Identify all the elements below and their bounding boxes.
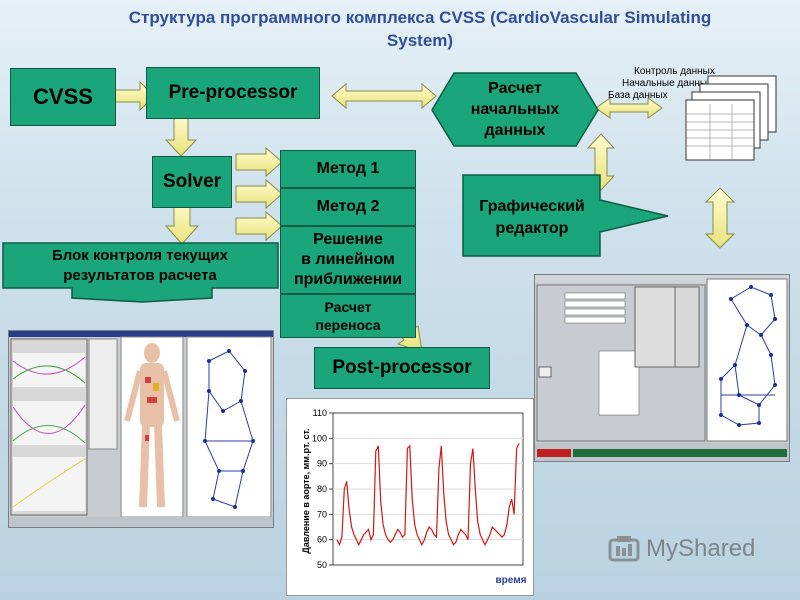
method1-box: Метод 1 bbox=[280, 150, 416, 188]
arrow-pre-initial bbox=[331, 82, 437, 110]
simulator-right-content bbox=[535, 275, 789, 461]
simulator-screenshot-left bbox=[8, 330, 274, 528]
graphic-editor-label: Графический редактор bbox=[462, 196, 602, 240]
solver-label: Solver bbox=[162, 171, 222, 192]
graphic-line-2: редактор bbox=[495, 220, 569, 237]
cvss-label: CVSS bbox=[33, 84, 93, 109]
y-tick-label-110: 110 bbox=[313, 408, 327, 418]
method2-label: Метод 2 bbox=[316, 198, 380, 215]
graphic-line-1: Графический bbox=[479, 198, 585, 215]
arrow-solver-m2 bbox=[235, 178, 283, 210]
linear-line-3: приближении bbox=[293, 271, 403, 288]
arrow-solver-m3 bbox=[235, 210, 283, 242]
linear-line-2: в линейном bbox=[301, 251, 395, 268]
db-line-3: База данных bbox=[608, 90, 668, 101]
preprocessor-box: Pre-processor bbox=[146, 67, 320, 119]
pressure-chart: Давление в аорте, мм.рт. ст. время 50 60 7… bbox=[301, 408, 527, 586]
y-tick-label-100: 100 bbox=[312, 433, 327, 443]
page-title: Структура программного комплекса CVSS (C… bbox=[60, 6, 780, 52]
control-label: Блок контроля текущих результатов расчет… bbox=[4, 246, 276, 286]
arrow-db-screen bbox=[704, 187, 736, 249]
transfer-line-1: Расчет bbox=[324, 299, 372, 315]
arrow-solver-m1 bbox=[235, 146, 283, 178]
chart-ylabel: Давление в аорте, мм.рт. ст. bbox=[301, 428, 311, 553]
watermark-text: MyShared bbox=[646, 535, 756, 562]
postprocessor-label: Post-processor bbox=[332, 357, 472, 378]
initial-data-label: Расчет начальных данных bbox=[440, 78, 590, 141]
initial-line-1: Расчет bbox=[488, 80, 542, 97]
linear-line-1: Решение bbox=[313, 231, 383, 248]
arrow-initial-db bbox=[595, 97, 663, 119]
preprocessor-label: Pre-processor bbox=[168, 82, 298, 103]
simulator-left-content bbox=[9, 331, 273, 527]
chart-xlabel: время bbox=[496, 575, 527, 586]
series-line bbox=[336, 443, 520, 547]
db-line-1: Контроль данных bbox=[634, 66, 715, 77]
initial-data-shape bbox=[431, 72, 599, 147]
control-block bbox=[2, 242, 279, 303]
y-tick-label-60: 60 bbox=[317, 535, 327, 545]
control-line-1: Блок контроля текущих bbox=[52, 247, 228, 264]
initial-line-3: данных bbox=[484, 122, 546, 139]
title-line-2: System) bbox=[386, 31, 454, 50]
y-tick-label-90: 90 bbox=[317, 459, 327, 469]
cvss-box: CVSS bbox=[10, 68, 116, 126]
y-tick-label-50: 50 bbox=[317, 560, 327, 570]
arrow-pre-solver bbox=[164, 113, 198, 157]
watermark-logo-icon bbox=[608, 536, 640, 562]
transfer-box: Расчет переноса bbox=[280, 294, 416, 338]
solver-box: Solver bbox=[152, 156, 232, 208]
database-labels: Контроль данных Начальные данные База да… bbox=[608, 66, 715, 102]
linear-box: Решение в линейном приближении bbox=[280, 226, 416, 294]
postprocessor-box: Post-processor bbox=[314, 347, 490, 389]
watermark: MyShared bbox=[608, 534, 755, 564]
database-stack-icon bbox=[685, 75, 777, 161]
pressure-chart-panel: Давление в аорте, мм.рт. ст. время 50 60 7… bbox=[286, 398, 534, 596]
control-line-2: результатов расчета bbox=[63, 267, 217, 284]
y-tick-label-70: 70 bbox=[317, 509, 327, 519]
simulator-screenshot-right bbox=[534, 274, 790, 462]
title-line-1: Структура программного комплекса CVSS (C… bbox=[128, 8, 712, 27]
db-line-2: Начальные данные bbox=[622, 78, 713, 89]
initial-line-2: начальных bbox=[470, 101, 560, 118]
graphic-editor-shape bbox=[462, 174, 669, 257]
method2-box: Метод 2 bbox=[280, 188, 416, 226]
method1-label: Метод 1 bbox=[316, 160, 380, 177]
y-tick-label-80: 80 bbox=[317, 484, 327, 494]
transfer-line-2: переноса bbox=[315, 317, 381, 333]
